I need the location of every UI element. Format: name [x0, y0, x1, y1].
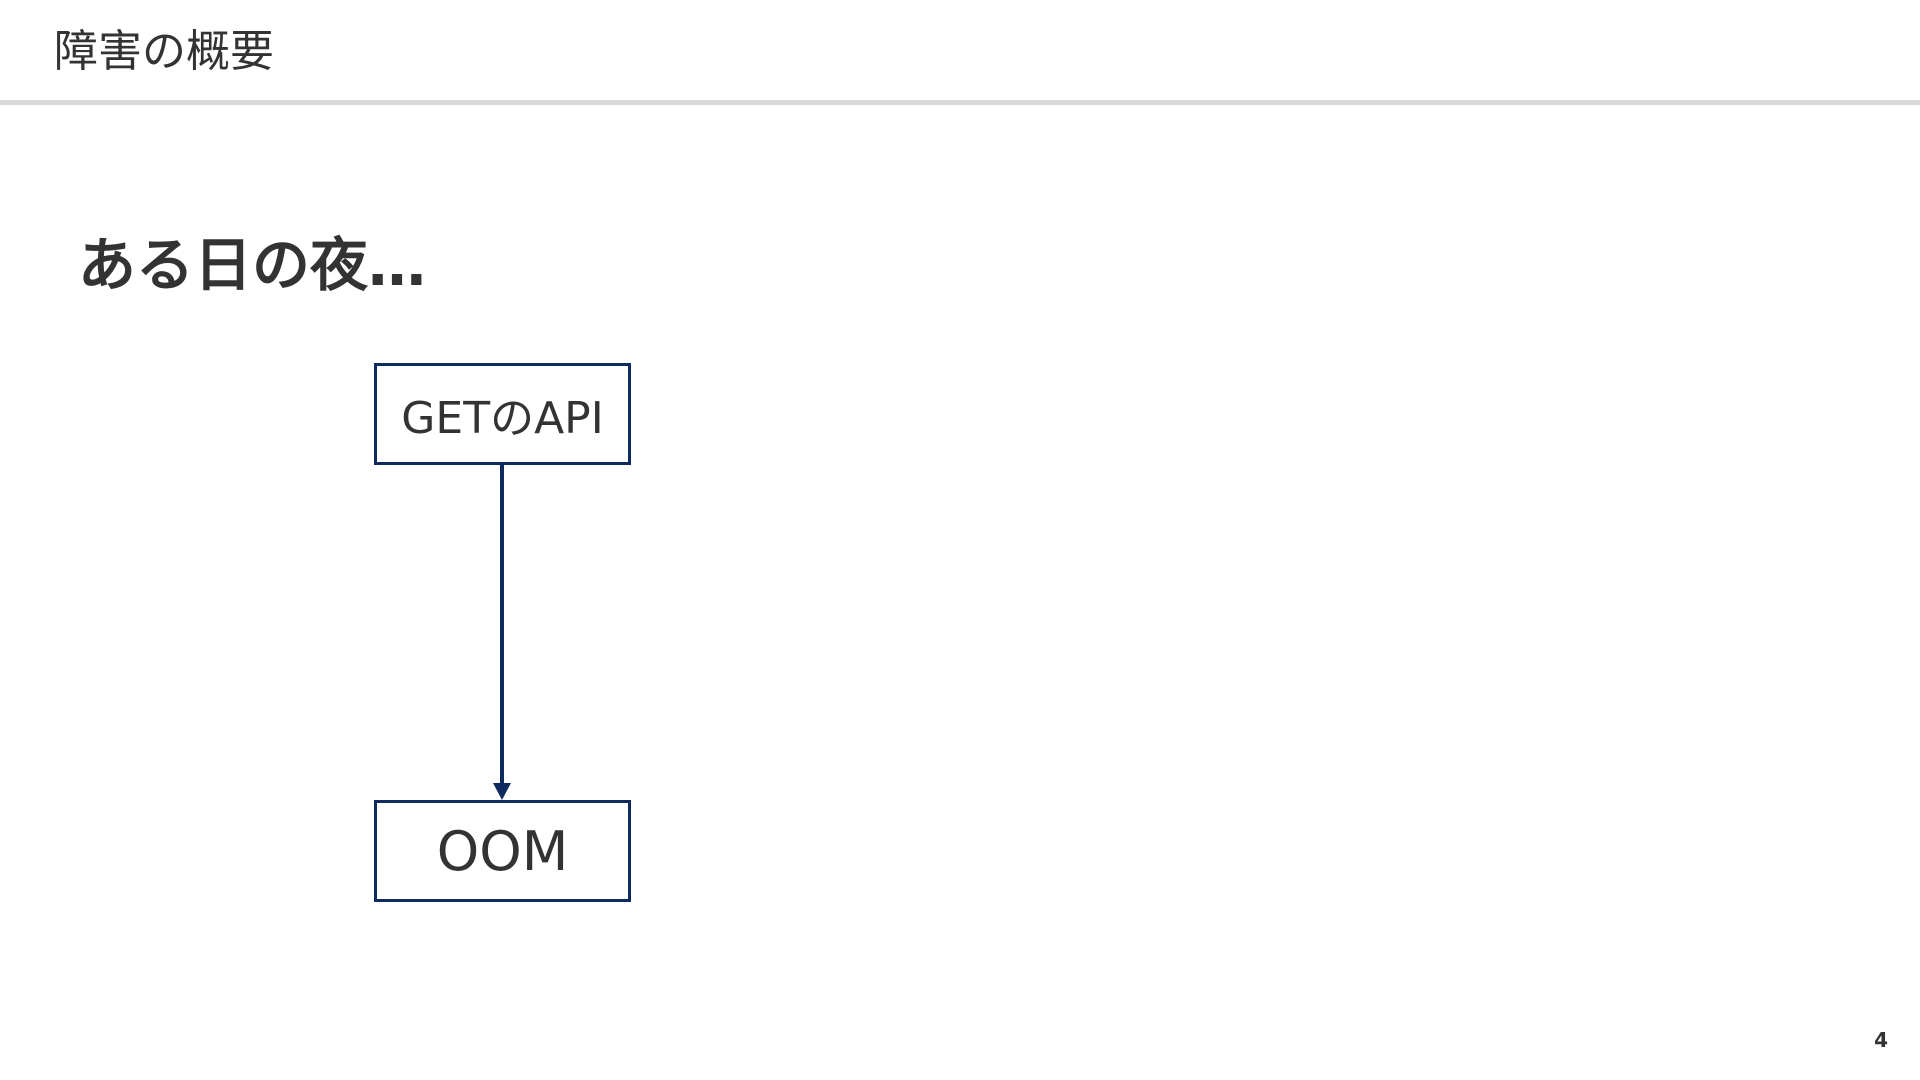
header-divider [0, 100, 1920, 105]
slide-section-title: 障害の概要 [54, 26, 274, 77]
diagram-node-label: GETのAPI [401, 393, 604, 444]
diagram-node-get-api: GETのAPI [374, 363, 631, 465]
page-number: 4 [1874, 1028, 1888, 1052]
diagram-node-label: OOM [436, 819, 569, 883]
slide-heading: ある日の夜… [78, 231, 427, 299]
arrow-head-icon [493, 783, 511, 800]
diagram-node-oom: OOM [374, 800, 631, 902]
